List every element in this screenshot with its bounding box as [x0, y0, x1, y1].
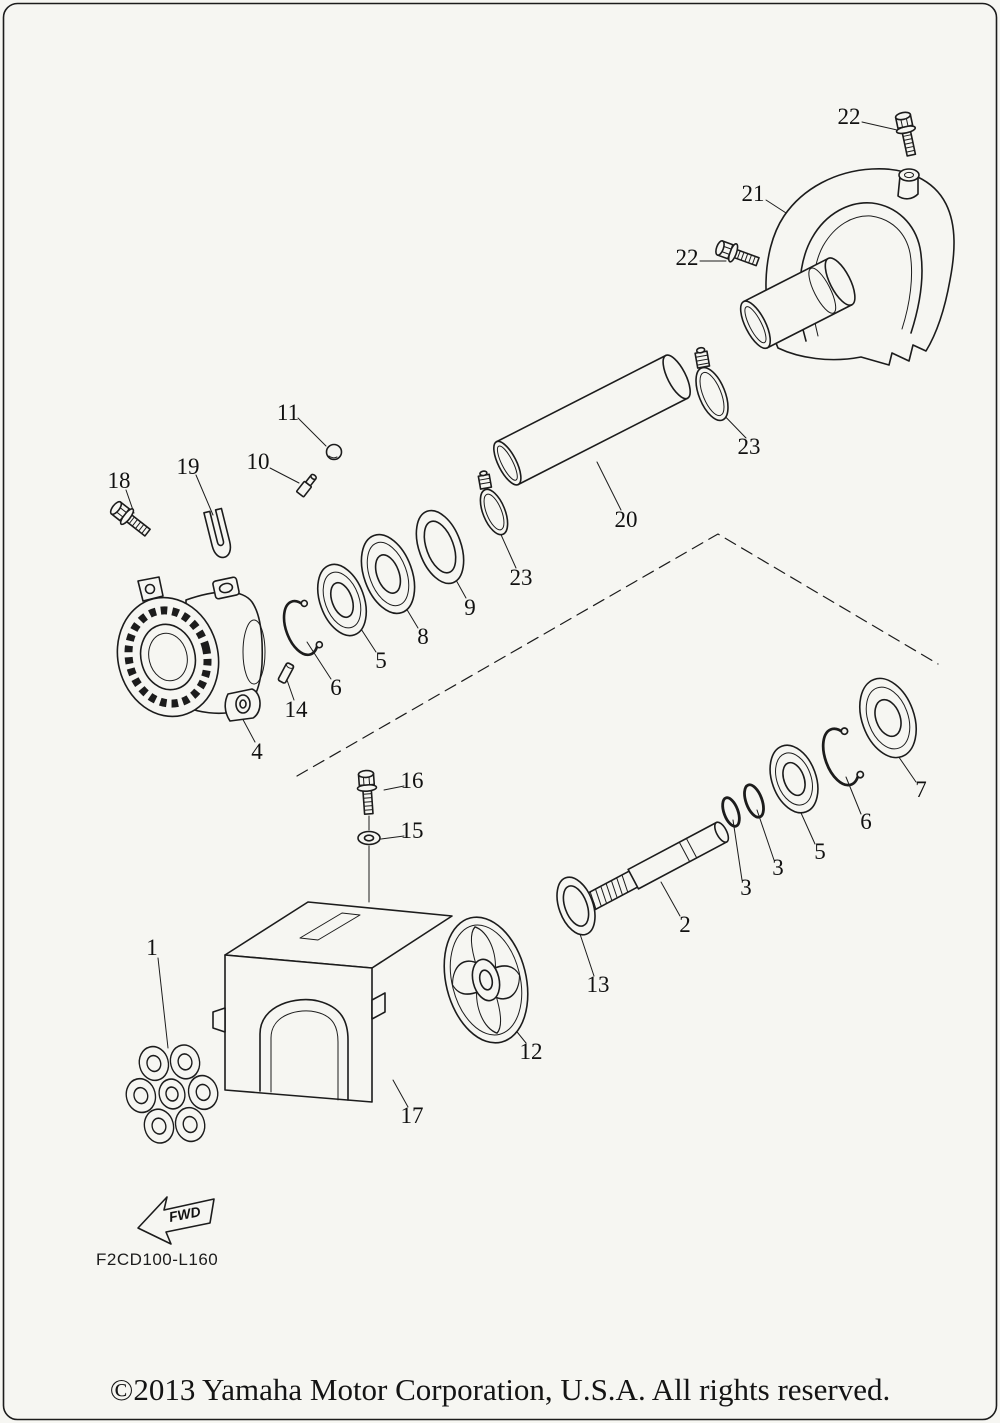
part-15-washer: [357, 815, 381, 903]
part-10-grease-fitting: [296, 473, 318, 498]
diagram-code: F2CD100-L160: [96, 1250, 219, 1269]
part-21-bolt-boss: [897, 168, 920, 200]
callout-21: 21: [741, 181, 765, 206]
part-7-bearing: [859, 677, 917, 759]
fwd-label: FWD: [168, 1203, 202, 1225]
part-21-pipe: [739, 257, 856, 350]
part-3-oring-a: [743, 783, 765, 819]
callout-14: 14: [284, 697, 308, 722]
axis-construction-lines: [296, 533, 939, 777]
callout-11: 11: [276, 400, 300, 425]
part-23-hose-clamp-upper: [694, 346, 729, 422]
callout-4: 4: [251, 739, 263, 764]
part-5-bearing-upper: [316, 563, 368, 637]
callout-15: 15: [400, 818, 424, 843]
callout-18: 18: [107, 468, 131, 493]
callout-20: 20: [614, 507, 638, 532]
callout-22: 22: [837, 104, 861, 129]
callout-23: 23: [509, 565, 533, 590]
callout-22: 22: [675, 245, 699, 270]
callout-6: 6: [860, 809, 872, 834]
part-21-housing-cover: [739, 168, 955, 366]
callout-3: 3: [740, 875, 752, 900]
part-5-bearing-lower: [769, 744, 819, 814]
callout-5: 5: [375, 648, 387, 673]
part-19-clip: [203, 507, 232, 559]
part-4-bearing-housing: [116, 576, 266, 722]
part-6-circlip-lower: [814, 722, 867, 792]
part-13-seal: [556, 876, 596, 936]
callout-2: 2: [679, 912, 691, 937]
callout-10: 10: [246, 449, 270, 474]
part-16-bolt: [355, 769, 380, 816]
part-11-ball: [325, 443, 343, 461]
callout-19: 19: [176, 454, 200, 479]
part-22-bolt-top: [892, 109, 922, 158]
callout-7: 7: [915, 777, 927, 802]
part-8-bearing: [360, 533, 416, 615]
callout-3: 3: [772, 855, 784, 880]
callout-12: 12: [519, 1039, 543, 1064]
part-1-damper: [125, 1044, 219, 1144]
callout-8: 8: [417, 624, 429, 649]
part-17-damper-housing: [212, 901, 453, 1103]
part-6-circlip-upper: [276, 595, 326, 661]
callout-13: 13: [586, 972, 610, 997]
part-9-washer: [415, 509, 465, 585]
callout-23: 23: [737, 434, 761, 459]
fwd-arrow: FWD: [137, 1196, 215, 1245]
part-12-coupling: [443, 916, 529, 1044]
part-14-pin: [277, 662, 295, 684]
part-3-oring-b: [721, 796, 741, 828]
part-18-bolt: [106, 497, 155, 541]
callout-17: 17: [400, 1103, 424, 1128]
callout-16: 16: [400, 768, 424, 793]
callout-9: 9: [464, 595, 476, 620]
part-22-bolt-side: [712, 237, 762, 272]
copyright-text: ©2013 Yamaha Motor Corporation, U.S.A. A…: [109, 1372, 891, 1407]
part-2-shaft: [582, 821, 730, 912]
part-23-hose-clamp-lower: [477, 470, 509, 536]
callout-1: 1: [146, 935, 158, 960]
part-20-tube: [493, 354, 691, 486]
callout-6: 6: [330, 675, 342, 700]
callout-5: 5: [814, 839, 826, 864]
